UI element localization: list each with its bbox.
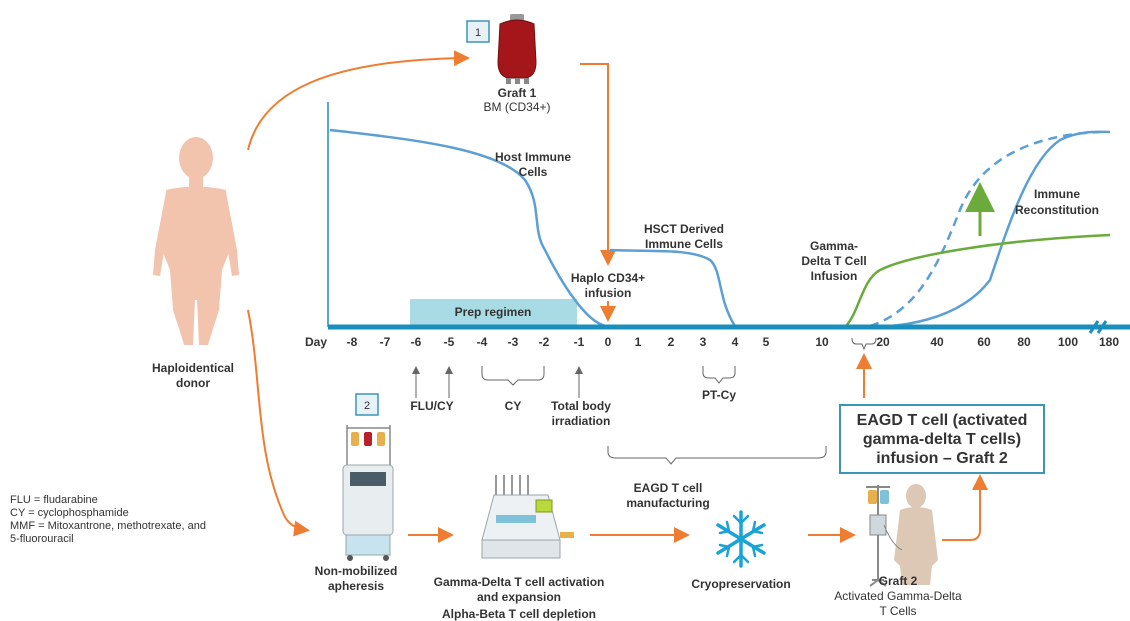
donor-to-apheresis-arrow — [247, 309, 310, 537]
timeline-tick-label: -8 — [347, 335, 358, 349]
blood-bag-icon — [497, 14, 537, 84]
infusion-bracket — [851, 337, 877, 351]
hsct-label-1: HSCT Derived — [644, 222, 724, 236]
eagd-box-line3: infusion – Graft 2 — [876, 449, 1008, 467]
host-immune-curve — [329, 128, 607, 328]
timeline-tick-label: -7 — [380, 335, 391, 349]
timeline-ticks: Day -8 -7 -6 -5 -4 -3 -2 -1 0 1 2 3 4 5 10 20 40 60 80 100 18… — [305, 335, 1119, 349]
prep-regimen-label: Prep regimen — [455, 305, 532, 319]
tbi-label-2: irradiation — [552, 414, 611, 428]
timeline-tick-label: 180 — [1099, 335, 1119, 349]
graft1-to-day0-arrow — [580, 63, 616, 266]
ptcy-label: PT-Cy — [702, 388, 736, 402]
hsct-label-2: Immune Cells — [645, 237, 723, 251]
hsct-derived-curve — [609, 248, 737, 327]
timeline-tick-label: -4 — [477, 335, 488, 349]
gd-infusion-label-2: Delta T Cell — [801, 254, 866, 268]
graft2-subtitle-2: T Cells — [879, 604, 916, 618]
timeline-tick-label: -3 — [508, 335, 519, 349]
host-immune-label-1: Host Immune — [495, 150, 571, 164]
gamma-delta-curve — [845, 233, 1111, 327]
axis-break-icon — [1088, 320, 1108, 334]
legend-item: CY = cyclophosphamide — [10, 507, 129, 519]
cy-bracket — [481, 366, 545, 386]
immune-reconstitution-curve — [847, 130, 1111, 329]
graft2-subtitle-1: Activated Gamma-Delta — [834, 589, 962, 603]
donor-label-1: Haploidentical — [152, 361, 234, 375]
donor-to-graft1-arrow — [247, 50, 470, 151]
abbreviation-legend: FLU = fludarabine CY = cyclophosphamide … — [10, 494, 250, 546]
apheresis-label-1: Non-mobilized — [315, 564, 398, 578]
timeline-tick-label: 0 — [605, 335, 612, 349]
legend-item: MMF = Mitoxantrone, methotrexate, and — [10, 520, 206, 532]
snowflake-icon — [716, 510, 766, 568]
donor-label-2: donor — [176, 376, 210, 390]
graft1-number: 1 — [475, 27, 481, 39]
graft2-title: Graft 2 — [879, 574, 918, 588]
cryo-label: Cryopreservation — [691, 577, 790, 591]
legend-item: FLU = fludarabine — [10, 494, 98, 506]
cy-label: CY — [505, 399, 522, 413]
graft2-number-badge — [355, 393, 379, 416]
tbi-label-1: Total body — [551, 399, 611, 413]
timeline-tick-label: 3 — [700, 335, 707, 349]
donor-figure-icon — [153, 137, 239, 345]
haplo-label-2: infusion — [585, 286, 632, 300]
haplo-label-1: Haplo CD34+ — [571, 271, 645, 285]
timeline-tick-label: 20 — [876, 335, 890, 349]
apheresis-machine-icon — [342, 425, 394, 561]
timeline-tick-label: -5 — [444, 335, 455, 349]
timeline-tick-label: 100 — [1058, 335, 1078, 349]
timeline-tick-label: 5 — [763, 335, 770, 349]
graft1-title: Graft 1 — [498, 86, 537, 100]
graft2-number: 2 — [364, 400, 370, 412]
accelerated-reconstitution-curve — [869, 130, 1101, 328]
timeline-tick-label: -6 — [411, 335, 422, 349]
activation-label-3: Alpha-Beta T cell depletion — [442, 607, 596, 621]
timeline-tick-label: -1 — [574, 335, 585, 349]
host-immune-label-2: Cells — [519, 165, 548, 179]
timeline-tick-label: -2 — [539, 335, 550, 349]
day-label: Day — [305, 335, 327, 349]
legend-item: 5-fluorouracil — [10, 533, 74, 545]
graft2-to-box-arrow — [942, 474, 988, 541]
prep-regimen-box — [410, 299, 577, 325]
ptcy-bracket — [702, 366, 736, 384]
reconstitution-label-2: Reconstitution — [1015, 203, 1099, 217]
timeline-tick-label: 80 — [1017, 335, 1031, 349]
timeline-tick-label: 10 — [815, 335, 829, 349]
graft1-number-badge — [466, 20, 490, 43]
manufacturing-label-1: EAGD T cell — [634, 481, 703, 495]
graft1-subtitle: BM (CD34+) — [483, 100, 550, 114]
flu-cy-label: FLU/CY — [410, 399, 453, 413]
timeline-tick-label: 40 — [930, 335, 944, 349]
eagd-box-line2: gamma-delta T cells) — [862, 430, 1022, 448]
gd-infusion-label-1: Gamma- — [810, 239, 858, 253]
timeline-tick-label: 2 — [668, 335, 675, 349]
manufacturing-bracket — [607, 446, 827, 465]
activation-label-1: Gamma-Delta T cell activation — [434, 575, 605, 589]
eagd-box-line1: EAGD T cell (activated — [856, 411, 1028, 429]
gd-infusion-label-3: Infusion — [811, 269, 858, 283]
activation-label-2: and expansion — [477, 590, 561, 604]
apheresis-label-2: apheresis — [328, 579, 384, 593]
patient-infusion-icon — [866, 484, 938, 587]
timeline-tick-label: 4 — [732, 335, 739, 349]
manufacturing-label-2: manufacturing — [626, 496, 709, 510]
timeline-tick-label: 1 — [635, 335, 642, 349]
eagd-infusion-box: EAGD T cell (activated gamma-delta T cel… — [839, 404, 1045, 474]
cell-processing-device-icon — [481, 475, 574, 559]
reconstitution-label-1: Immune — [1034, 187, 1080, 201]
timeline-tick-label: 60 — [977, 335, 991, 349]
